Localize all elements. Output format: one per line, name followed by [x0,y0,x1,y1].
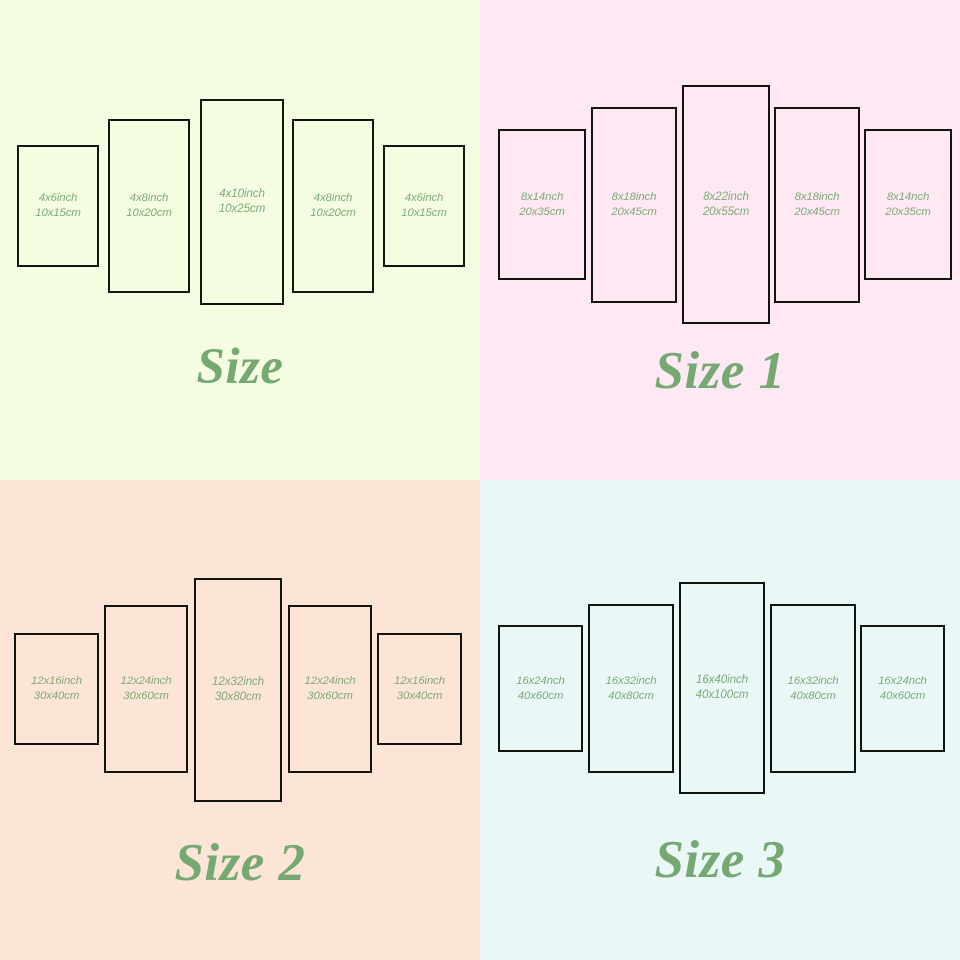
panel-size-inch-label: 4x8inch [129,192,169,205]
panel-size-inch-label: 8x14nch [520,190,564,203]
canvas-panel[interactable]: 12x16inch 30x40cm [377,633,462,745]
panel-size-inch-label: 4x6inch [404,192,444,205]
panel-size-cm-label: 20x45cm [794,206,840,218]
panel-size-cm-label: 10x15cm [35,207,81,219]
panel-size-inch-label: 16x40inch [696,673,748,687]
quadrant-title-size-1: Size 1 [654,342,786,400]
canvas-panel[interactable]: 16x32inch 40x80cm [770,604,856,773]
canvas-panel[interactable]: 16x24nch 40x60cm [860,625,945,752]
quadrant-title-size-3: Size 3 [654,831,786,889]
panel-size-inch-label: 12x24inch [120,675,172,688]
canvas-panel[interactable]: 4x6inch 10x15cm [383,145,465,267]
quadrant-title-size: Size [196,339,284,395]
panel-group-size-3: 16x24nch 40x60cm 16x32inch 40x80cm 16x40inch… [480,480,960,960]
panel-size-inch-label: 12x24inch [304,675,356,688]
panel-size-cm-label: 30x60cm [123,690,169,702]
size-option-size-2[interactable]: 12x16inch 30x40cm 12x24inch 30x60cm 12x32inc… [0,480,480,960]
canvas-panel[interactable]: 8x18inch 20x45cm [774,107,860,303]
panel-size-inch-label: 4x8inch [313,192,353,205]
canvas-panel[interactable]: 4x8inch 10x20cm [108,119,190,293]
panel-size-inch-label: 12x16inch [30,675,83,688]
canvas-panel[interactable]: 4x6inch 10x15cm [17,145,99,267]
canvas-panel[interactable]: 8x18inch 20x45cm [591,107,677,303]
panel-size-cm-label: 10x15cm [401,207,447,219]
quadrant-title-size-2: Size 2 [174,834,306,892]
panel-size-cm-label: 40x60cm [517,689,564,702]
panel-size-cm-label: 10x20cm [310,207,356,219]
canvas-panel[interactable]: 16x24nch 40x60cm [498,625,583,752]
panel-size-inch-label: 16x32inch [605,674,657,687]
panel-size-cm-label: 40x100cm [695,688,749,701]
canvas-panel[interactable]: 12x24inch 30x60cm [288,605,372,773]
canvas-panel[interactable]: 12x16inch 30x40cm [14,633,99,745]
canvas-panel[interactable]: 16x32inch 40x80cm [588,604,674,773]
panel-size-inch-label: 12x16inch [393,675,446,688]
canvas-panel[interactable]: 8x14nch 20x35cm [864,129,952,280]
panel-size-inch-label: 8x14nch [886,190,930,203]
panel-size-cm-label: 20x35cm [519,205,565,218]
panel-size-cm-label: 30x40cm [396,690,443,702]
canvas-panel[interactable]: 8x14nch 20x35cm [498,129,586,280]
panel-size-inch-label: 12x32inch [212,675,264,689]
panel-size-inch-label: 8x22inch [703,189,749,203]
panel-size-cm-label: 10x25cm [218,202,266,215]
panel-group-size-2: 12x16inch 30x40cm 12x24inch 30x60cm 12x32inc… [0,480,480,960]
size-option-size-3[interactable]: 16x24nch 40x60cm 16x32inch 40x80cm 16x40inch… [480,480,960,960]
panel-size-inch-label: 16x32inch [787,674,839,687]
panel-size-cm-label: 20x35cm [885,205,931,218]
panel-size-cm-label: 20x45cm [611,206,657,218]
panel-size-cm-label: 40x80cm [790,689,836,702]
panel-size-inch-label: 8x18inch [611,191,657,204]
panel-size-inch-label: 16x24nch [516,674,565,687]
panel-size-cm-label: 30x40cm [33,690,80,702]
panel-size-cm-label: 30x60cm [307,690,353,702]
panel-size-cm-label: 40x80cm [608,689,654,702]
canvas-panel[interactable]: 4x8inch 10x20cm [292,119,374,293]
canvas-panel[interactable]: 12x24inch 30x60cm [104,605,188,773]
panel-size-cm-label: 30x80cm [214,690,262,703]
panel-size-inch-label: 4x10inch [219,187,265,201]
panel-size-inch-label: 16x24nch [878,674,927,687]
panel-size-inch-label: 4x6inch [38,192,78,205]
panel-size-inch-label: 8x18inch [794,191,840,204]
panel-size-cm-label: 10x20cm [126,207,172,219]
panel-size-cm-label: 20x55cm [702,204,750,218]
panel-size-cm-label: 40x60cm [879,689,926,702]
